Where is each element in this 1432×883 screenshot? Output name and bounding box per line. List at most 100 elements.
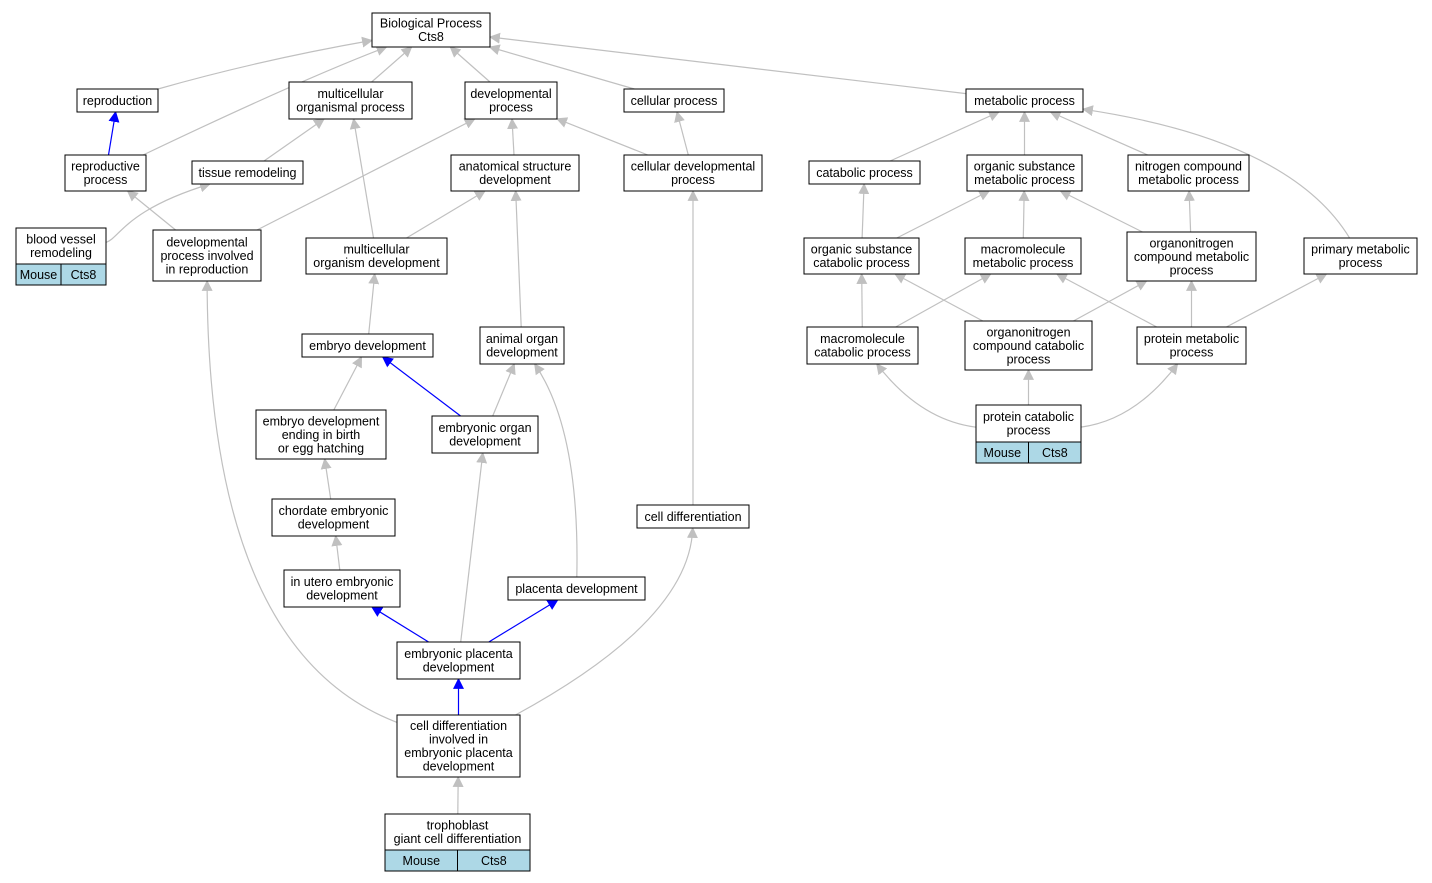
term-label-line: catabolic process [814, 346, 911, 360]
edge-repro_proc-to-bp [142, 45, 388, 156]
term-label-line: in reproduction [166, 262, 249, 276]
go-term-cell-proc[interactable]: cellular process [623, 88, 725, 113]
term-box [808, 160, 921, 185]
term-label-line: development [486, 346, 558, 360]
edge-org_sub_cat-to-catab [858, 182, 870, 239]
term-box [464, 81, 558, 120]
term-box [384, 813, 531, 851]
term-label-line: developmental [166, 235, 247, 249]
edge-orgnitro_cat-to-org_sub_cat [894, 273, 984, 322]
edge-dev_repro-to-dev_proc [256, 118, 476, 231]
edge-anat-to-dev_proc [507, 117, 519, 156]
go-term-repro[interactable]: reproduction [76, 88, 159, 113]
term-box [288, 81, 413, 120]
edge-chordate-to-embryo_birth [320, 457, 332, 500]
term-box [623, 154, 763, 192]
edge-repro_proc-to-repro [107, 110, 120, 156]
gene-tag: Cts8 [481, 854, 507, 868]
edge-dev_proc-to-bp [449, 46, 491, 83]
edge-multi_org-to-bp [371, 46, 413, 83]
term-label-line: developmental [470, 87, 551, 101]
term-label-line: blood vessel [26, 233, 96, 247]
edge-cell_dev-to-dev_proc [555, 117, 649, 156]
edge-org_sub_cat-to-org_sub_met [896, 190, 991, 239]
term-label-line: Biological Process [380, 17, 482, 31]
term-label-line: nitrogen compound [1135, 160, 1242, 174]
go-term-placenta[interactable]: placenta development [507, 576, 646, 601]
term-box [431, 415, 539, 454]
term-box [450, 154, 580, 192]
term-label-line: organism development [313, 256, 440, 270]
edge-orgnitro_cat-to-orgnitro_met [1073, 280, 1148, 322]
term-box [15, 227, 107, 265]
term-label-line: development [449, 435, 521, 449]
go-term-embryo-dev[interactable]: embryo development [301, 333, 434, 358]
term-box [271, 498, 396, 537]
term-box [507, 576, 646, 601]
edge-prot_met-to-macro_met [1055, 273, 1157, 328]
term-label-line: process [1170, 263, 1214, 277]
term-box [1303, 237, 1418, 275]
term-label-line: process [1339, 256, 1383, 270]
term-label-line: cellular process [631, 94, 718, 108]
edge-orgnitro_met-to-nitro_met [1183, 189, 1195, 233]
term-label-line: organic substance [974, 160, 1076, 174]
go-term-catab[interactable]: catabolic process [808, 160, 921, 185]
term-label-line: catabolic process [816, 166, 913, 180]
term-box [152, 229, 262, 282]
edge-animal_organ-to-anat [510, 189, 522, 328]
edge-orgnitro_met-to-org_sub_met [1059, 190, 1143, 233]
edge-cell_diff_emb-to-cell_diff [515, 526, 698, 716]
term-label-line: or egg hatching [278, 441, 364, 455]
edge-emb_placenta-to-placenta [488, 599, 559, 643]
annotation-tag-cell [457, 849, 531, 872]
edge-tissue_rem-to-multi_org [263, 118, 325, 162]
term-label-line: embryonic organ [438, 421, 531, 435]
go-term-metab[interactable]: metabolic process [965, 88, 1084, 113]
term-label-line: embryonic placenta [404, 746, 512, 760]
term-box [191, 160, 304, 185]
term-box [76, 88, 159, 113]
term-box [301, 333, 434, 358]
term-label-line: process [1007, 352, 1051, 366]
term-label-line: metabolic process [974, 94, 1075, 108]
term-label-line: development [423, 760, 495, 774]
gene-tag: Cts8 [71, 268, 97, 282]
term-label-line: giant cell differentiation [394, 832, 522, 846]
term-label-line: protein metabolic [1144, 332, 1239, 346]
annotation-tag-cell [1028, 441, 1082, 464]
term-box [1126, 231, 1257, 282]
go-term-tissue-rem[interactable]: tissue remodeling [191, 160, 304, 185]
go-term-cell-diff[interactable]: cell differentiation [636, 504, 750, 529]
term-label-line: macromolecule [981, 243, 1066, 257]
term-label-line: animal organ [486, 332, 558, 346]
edge-layer [105, 32, 1351, 815]
